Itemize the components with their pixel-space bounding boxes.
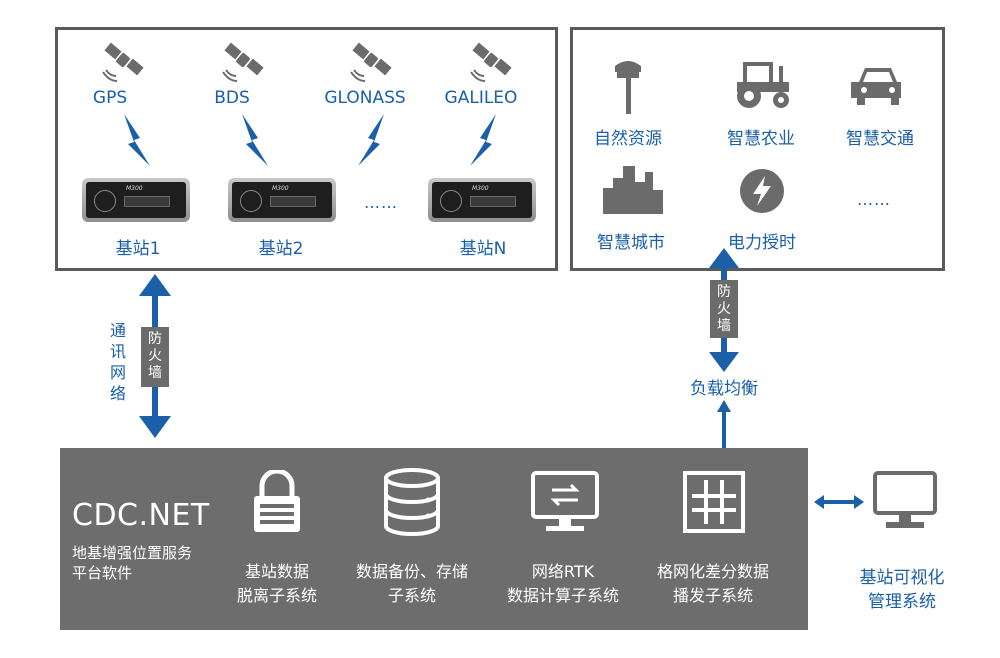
car-icon (851, 68, 901, 105)
cdc-net-platform: CDC.NET 地基增强位置服务 平台软件 基站数据 脱离子系统 数据备份 (60, 448, 808, 630)
constellation-gps: GPS (92, 88, 128, 108)
left-firewall-badge: 防火墙 (141, 327, 169, 387)
platform-subtitle-line1: 地基增强位置服务 (72, 544, 193, 562)
subsystem-grid-broadcast-line1: 格网化差分数据 (656, 562, 769, 581)
satellite-icon (470, 42, 512, 82)
load-balance-label: 负载均衡 (690, 379, 758, 399)
signal-bolt-icon (358, 114, 384, 166)
subsystem-grid-broadcast-line2: 播发子系统 (672, 586, 753, 605)
platform-monitor-arrow (814, 495, 864, 509)
right-firewall-badge: 防火墙 (710, 280, 738, 338)
gnss-receiver: M300 (82, 178, 190, 222)
grid-icon (683, 471, 745, 533)
constellation-glonass: GLONASS (324, 88, 406, 108)
satellite-icon (222, 42, 264, 82)
subsystem-backup-storage: 数据备份、存储 子系统 (337, 560, 487, 608)
gnss-station-panel: GPS BDS GLONASS GALILEO M300 M300 …… M30… (55, 27, 558, 271)
sync-monitor-icon (531, 471, 599, 531)
comm-network-label: 通讯网络 (109, 321, 126, 403)
signal-bolt-icon (242, 114, 268, 166)
monitor-label-line1: 基站可视化 (859, 568, 945, 588)
app-power-timing: 电力授时 (728, 233, 796, 253)
gnss-receiver: M300 (228, 178, 336, 222)
load-balance-connector (717, 400, 731, 450)
database-icon (384, 468, 440, 536)
tractor-icon (737, 62, 789, 108)
satellite-icon (102, 42, 144, 82)
platform-title: CDC.NET (72, 498, 210, 533)
gnss-receiver: M300 (428, 178, 536, 222)
app-smart-transport: 智慧交通 (846, 129, 914, 149)
platform-subtitle-line2: 平台软件 (72, 564, 133, 582)
subsystem-network-rtk-line2: 数据计算子系统 (506, 586, 619, 605)
city-skyline-icon (603, 166, 663, 214)
signal-bolt-icon (124, 114, 150, 166)
applications-panel: 自然资源 智慧农业 智慧交通 …… 智慧城市 电力授时 (570, 27, 945, 271)
subsystem-network-rtk-line1: 网络RTK (531, 562, 595, 581)
lock-icon (254, 470, 300, 532)
station-ellipsis: …… (364, 193, 398, 212)
station-label-n: 基站N (459, 239, 507, 259)
signal-bolt-icon (470, 114, 496, 166)
satellite-icon (350, 42, 392, 82)
survey-antenna-icon (615, 61, 641, 114)
station-label-1: 基站1 (115, 239, 161, 259)
subsystem-offline-data: 基站数据 脱离子系统 (202, 560, 352, 608)
applications-ellipsis: …… (857, 190, 891, 209)
subsystem-network-rtk: 网络RTK 数据计算子系统 (488, 560, 638, 608)
monitor-label-line2: 管理系统 (868, 592, 936, 612)
subsystem-offline-data-line1: 基站数据 (244, 562, 309, 581)
constellation-bds: BDS (214, 88, 250, 108)
subsystem-grid-broadcast: 格网化差分数据 播发子系统 (638, 560, 788, 608)
app-natural-resources: 自然资源 (594, 129, 662, 149)
subsystem-offline-data-line2: 脱离子系统 (236, 586, 317, 605)
app-smart-agriculture: 智慧农业 (727, 129, 795, 149)
monitor-icon (873, 471, 937, 528)
app-smart-city: 智慧城市 (597, 233, 665, 253)
left-firewall-label: 防火墙 (148, 331, 162, 381)
station-label-2: 基站2 (258, 239, 304, 259)
constellation-galileo: GALILEO (444, 88, 518, 108)
power-lightning-icon (740, 169, 784, 213)
subsystem-backup-storage-line1: 数据备份、存储 (355, 562, 468, 581)
subsystem-backup-storage-line2: 子系统 (387, 586, 436, 605)
right-firewall-label: 防火墙 (717, 284, 731, 334)
